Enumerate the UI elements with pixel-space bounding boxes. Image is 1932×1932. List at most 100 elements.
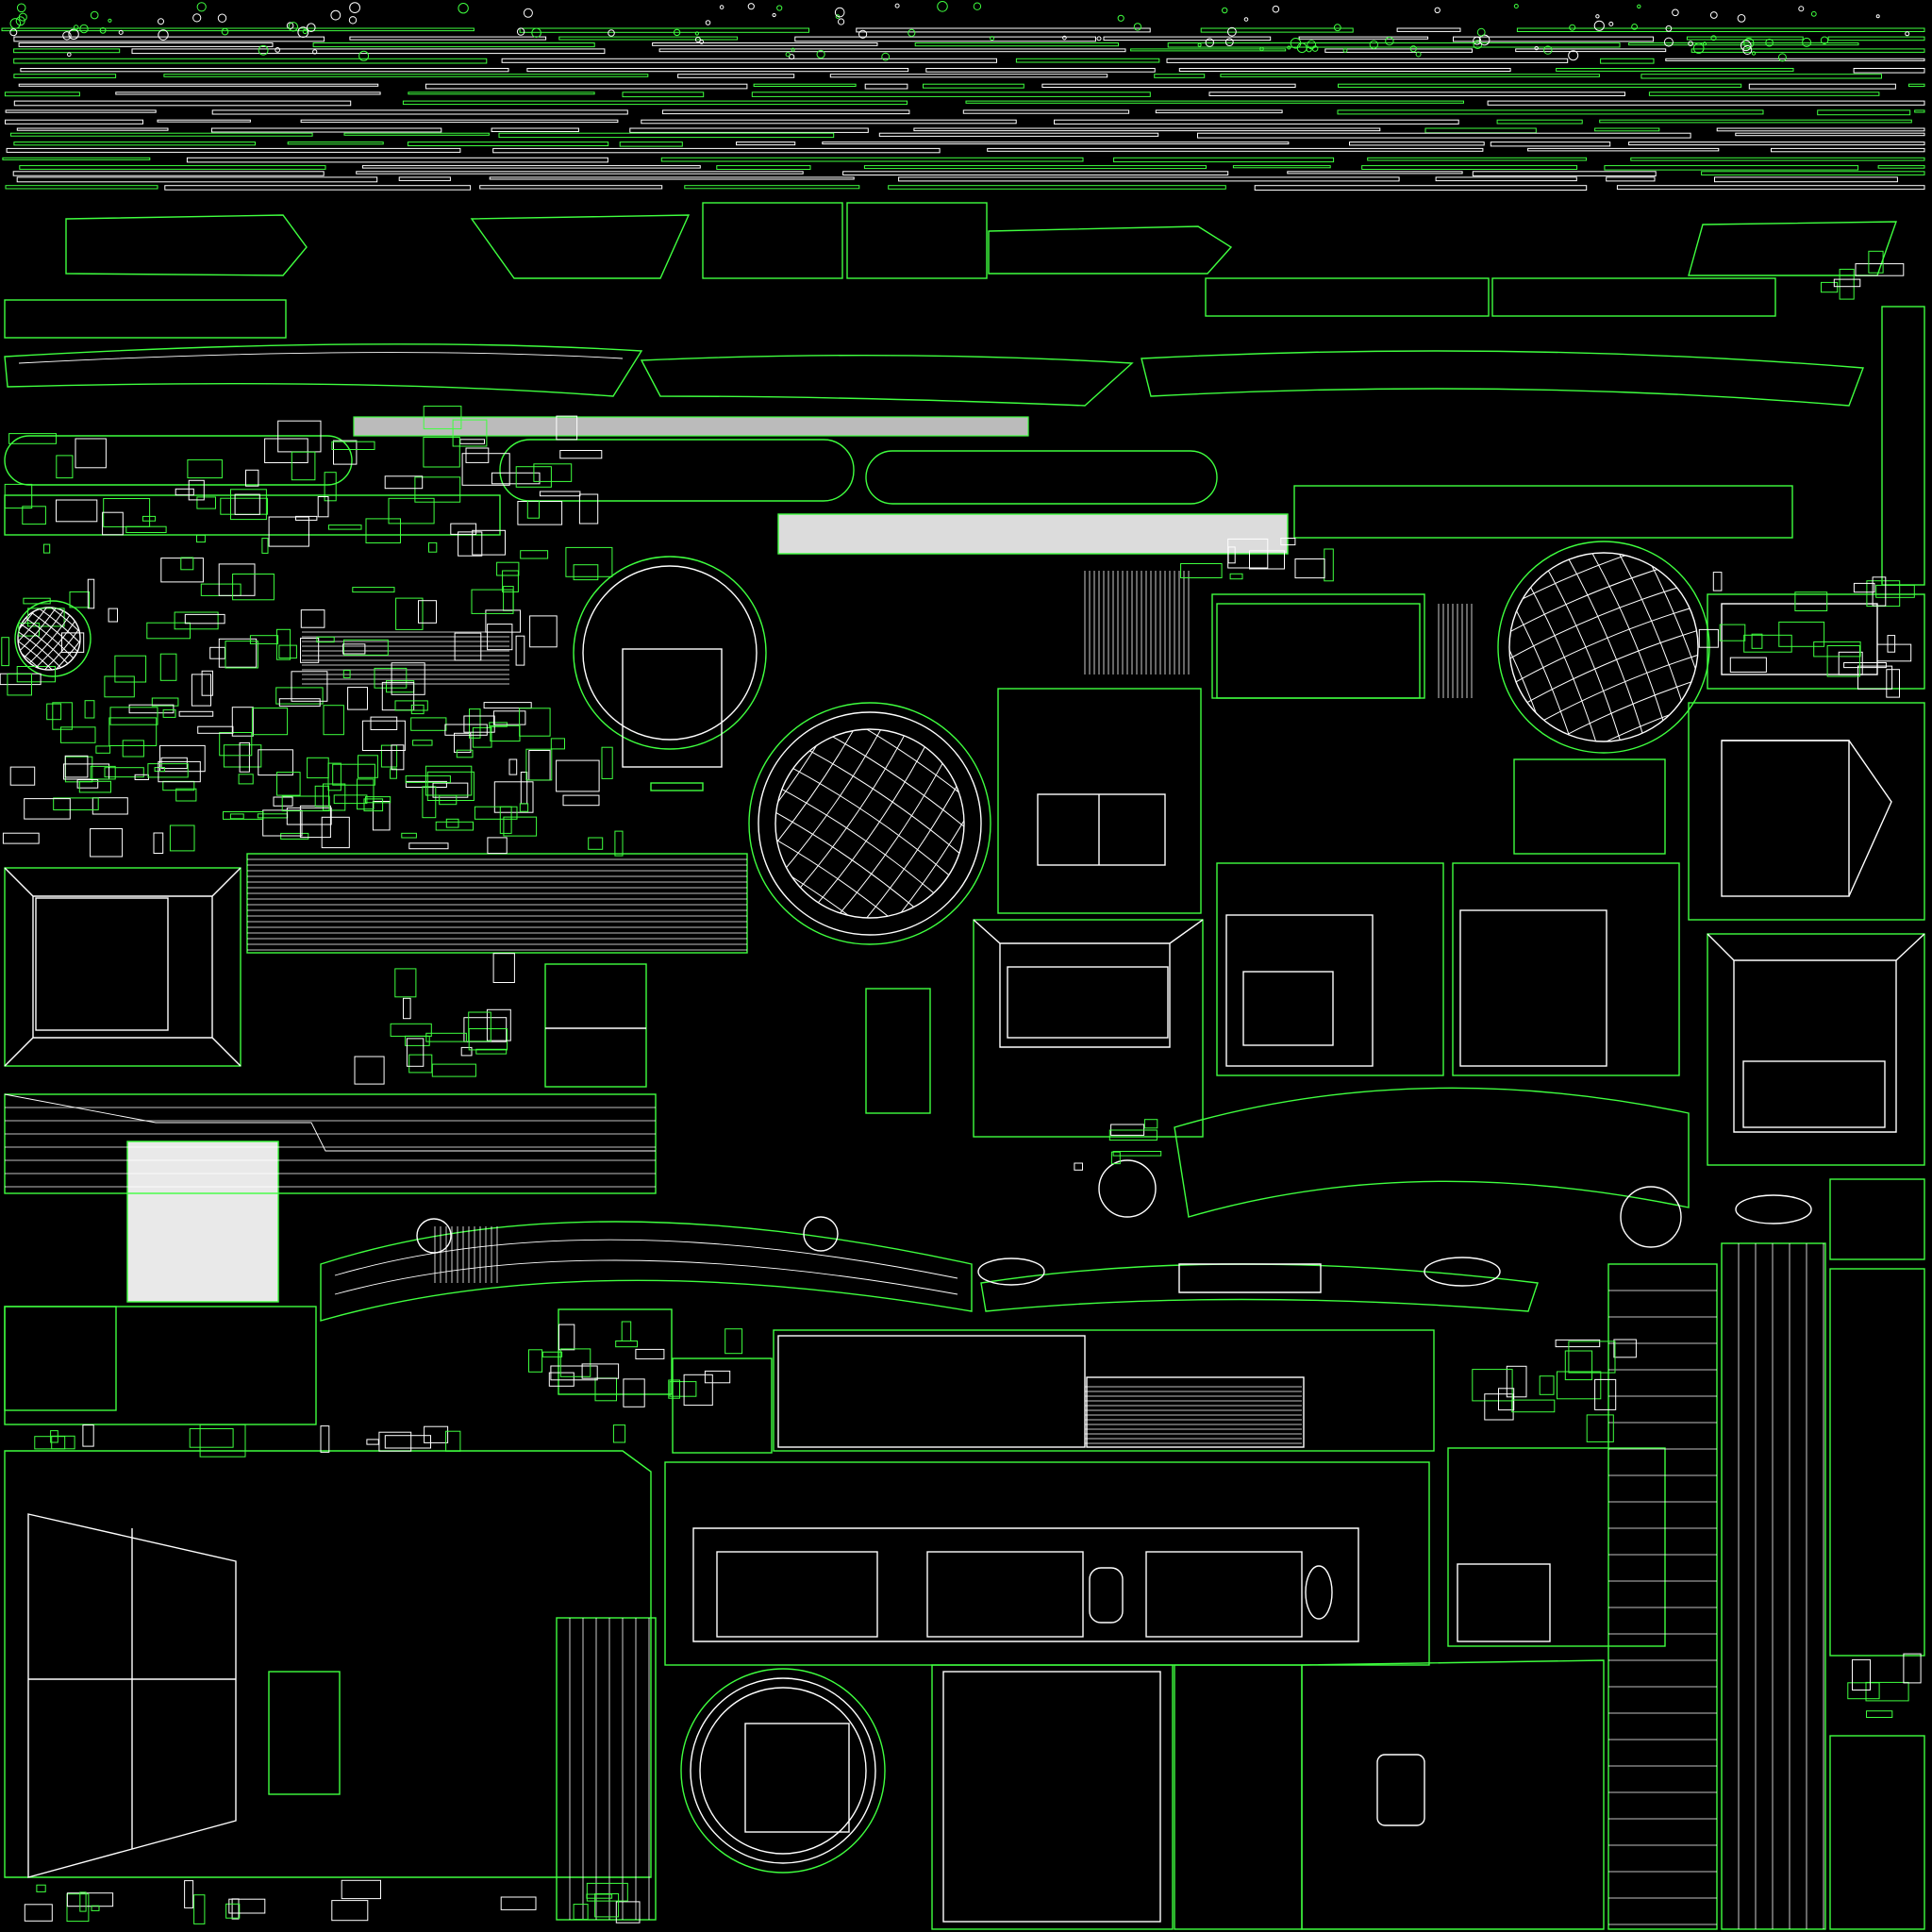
dot-island	[312, 49, 318, 55]
circular-port-large	[748, 702, 991, 945]
small-island	[1719, 624, 1746, 641]
dot-island	[1810, 10, 1817, 17]
small-island	[66, 1893, 90, 1923]
small-island	[539, 491, 581, 497]
globe-wire	[775, 758, 964, 889]
circular-port-lower	[680, 1668, 886, 1874]
small-island	[9, 766, 36, 786]
small-island	[175, 788, 197, 802]
strip-island	[1599, 119, 1912, 124]
dot-island	[1608, 21, 1614, 26]
small-island	[492, 710, 526, 725]
strip-island	[361, 165, 701, 169]
dot-island	[937, 1, 948, 12]
small-island	[492, 953, 515, 984]
strip-island	[619, 142, 683, 147]
small-island	[469, 708, 481, 739]
small-island	[454, 732, 472, 753]
small-island	[90, 828, 124, 858]
dot-island	[1663, 37, 1674, 47]
dot-island	[772, 12, 776, 18]
dot-island	[68, 28, 79, 40]
strip-island	[1853, 68, 1925, 74]
small-island	[503, 816, 538, 837]
small-island	[278, 698, 321, 708]
strip-island	[1041, 83, 1296, 88]
small-island	[147, 763, 189, 778]
globe-wire	[1507, 624, 1718, 714]
curved-beam-island	[4, 343, 643, 397]
small-island	[412, 740, 433, 746]
dot-island	[1342, 48, 1348, 53]
strip-island	[1490, 142, 1611, 147]
dot-island	[894, 3, 900, 8]
rect-panel-island	[702, 202, 843, 279]
small-island	[327, 762, 341, 791]
dot-island	[673, 28, 681, 37]
tapered-panel-island	[470, 214, 691, 279]
small-island	[232, 574, 275, 601]
strip-island	[898, 176, 1400, 182]
small-island	[405, 774, 451, 783]
strip-island	[1396, 27, 1461, 32]
small-island	[519, 708, 551, 737]
dot-island	[158, 18, 164, 25]
small-island	[42, 543, 51, 554]
small-island	[1887, 635, 1896, 653]
small-island	[581, 1363, 620, 1379]
small-island	[228, 1898, 266, 1914]
strip-island	[1487, 100, 1925, 106]
strip-island	[492, 147, 941, 154]
small-island	[238, 774, 254, 785]
column-island	[1829, 1178, 1925, 1260]
small-island	[239, 741, 250, 773]
box-panel-island	[1707, 593, 1925, 690]
small-island	[1229, 573, 1243, 580]
strip-island	[923, 83, 1024, 89]
small-island	[493, 781, 534, 813]
strip-island	[1167, 42, 1621, 48]
small-island	[423, 437, 460, 468]
small-island	[615, 1341, 639, 1348]
small-island	[508, 758, 518, 775]
small-island	[64, 755, 89, 778]
small-island	[174, 611, 219, 630]
small-island	[1112, 1151, 1162, 1157]
dot-island	[1062, 35, 1067, 41]
strip-island	[1630, 157, 1925, 161]
slot-island	[865, 450, 1218, 505]
small-island	[1613, 1339, 1637, 1358]
strip-island	[629, 127, 869, 133]
small-island	[142, 515, 157, 522]
strip-island	[312, 42, 595, 48]
dot-island	[99, 26, 107, 34]
small-island	[573, 564, 599, 581]
small-island	[1539, 1375, 1555, 1395]
small-island	[1143, 1119, 1158, 1129]
strip-island	[479, 185, 663, 190]
small-island	[273, 796, 293, 807]
small-island	[1472, 1369, 1513, 1402]
small-island	[218, 638, 258, 668]
small-island	[2, 832, 40, 844]
panel-island	[773, 1329, 1435, 1452]
dot-island	[62, 31, 72, 41]
strip-island	[1232, 165, 1331, 169]
strip-island	[965, 100, 1464, 104]
dot-island	[1311, 45, 1319, 52]
small-island	[249, 635, 279, 644]
strip-island	[163, 74, 649, 77]
small-island	[90, 765, 116, 780]
small-island	[225, 641, 258, 669]
dot-island	[1672, 8, 1679, 17]
small-island	[1586, 1414, 1614, 1442]
globe-wire	[786, 716, 915, 905]
small-island	[541, 1351, 563, 1357]
small-island	[1227, 538, 1269, 569]
small-island	[378, 1431, 412, 1452]
small-island	[245, 469, 259, 487]
strip-island	[864, 83, 908, 90]
small-island	[372, 801, 391, 831]
